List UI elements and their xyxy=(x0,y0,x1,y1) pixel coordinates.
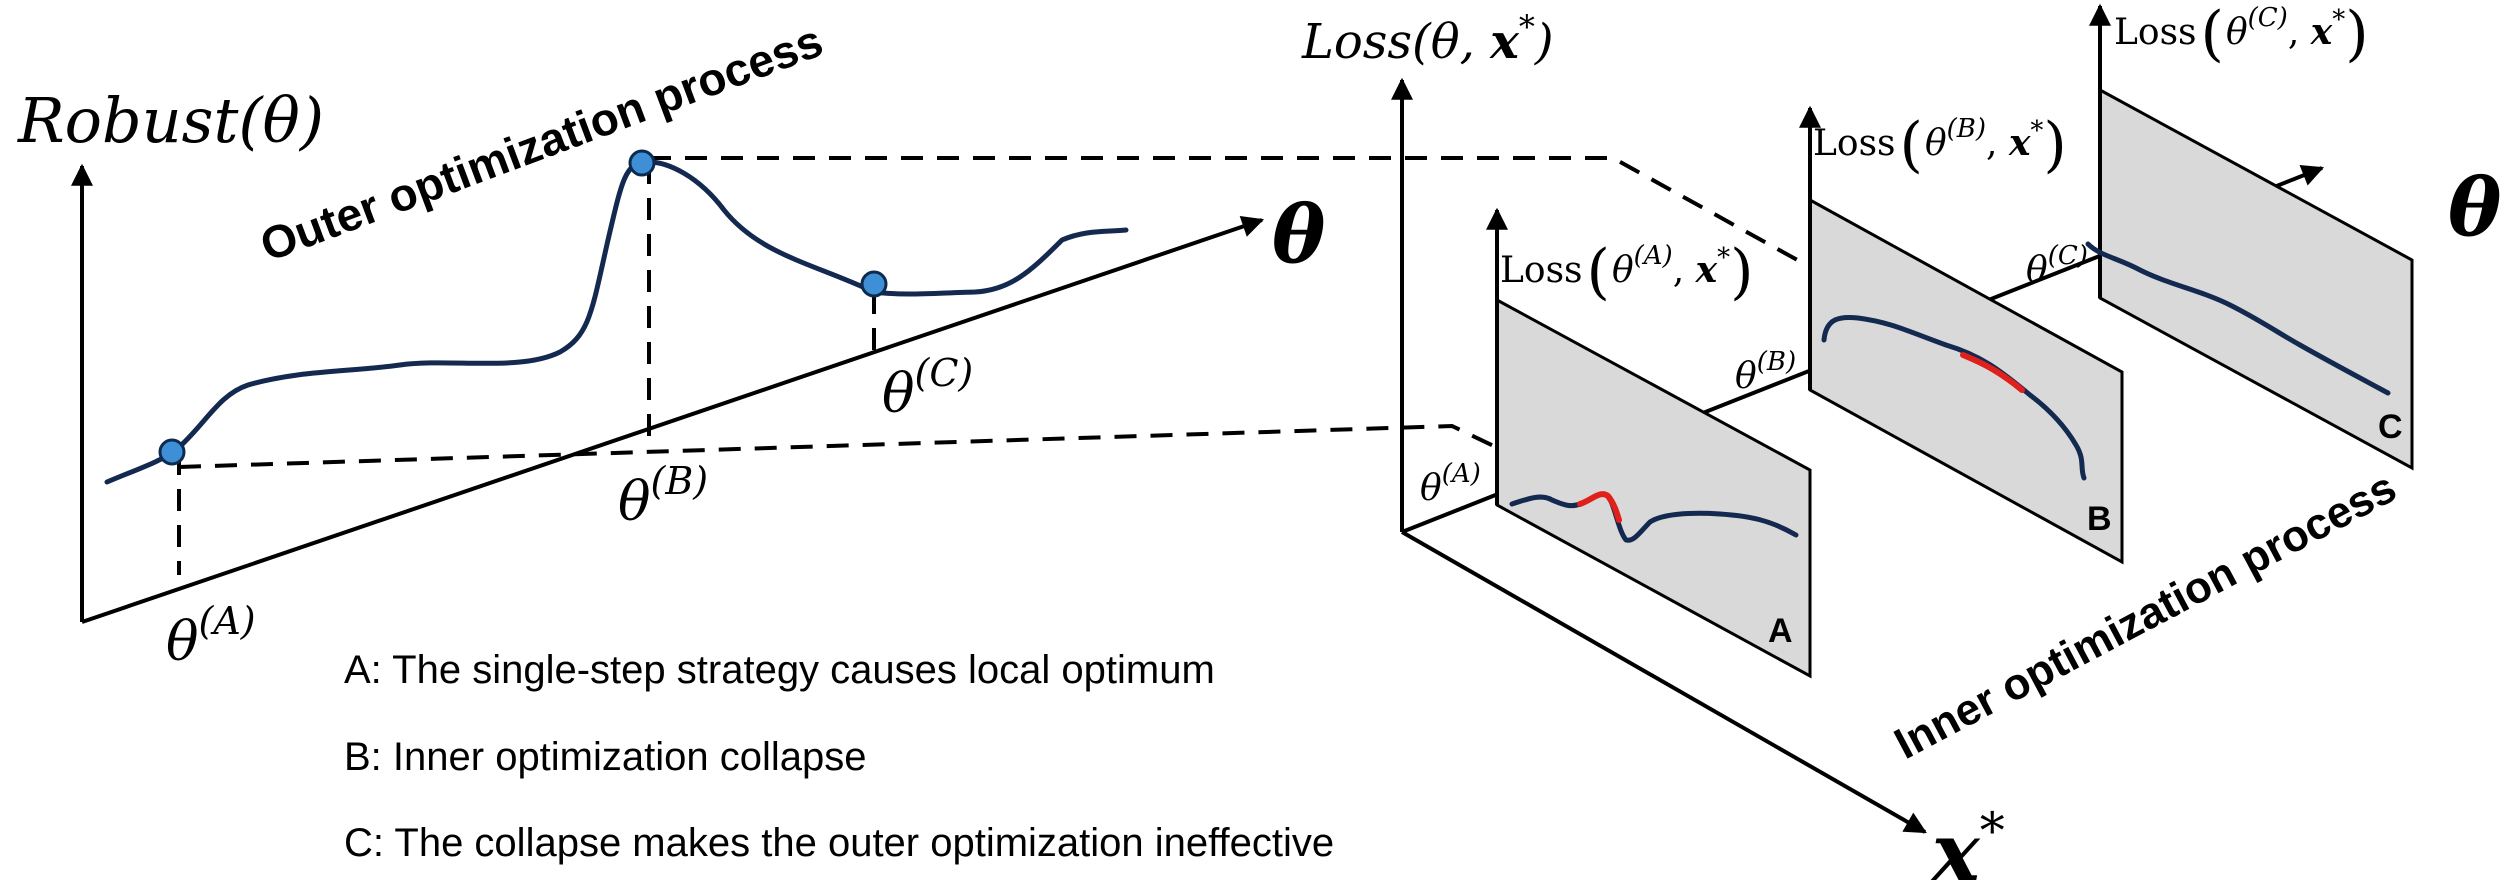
panel-b-letter: B xyxy=(2087,500,2112,538)
panel-c-letter: C xyxy=(2378,408,2403,446)
legend-item-b: B: Inner optimization collapse xyxy=(344,735,867,779)
legend: A: The single-step strategy causes local… xyxy=(344,648,1334,865)
robust-axis-label: Robust(θ) xyxy=(17,84,324,157)
theta-a-label: θ(A) xyxy=(166,599,256,673)
legend-item-c: C: The collapse makes the outer optimiza… xyxy=(344,821,1334,865)
panel-c: C Loss(θ(C), x*) θ(C) xyxy=(2026,0,2414,471)
right-theta-label: θ xyxy=(2448,160,2502,254)
inner-plot: θ A Loss(θ(A), x*) θ(A) B Loss(θ(B), x*) xyxy=(1301,0,2502,896)
panel-a: A Loss(θ(A), x*) θ(A) xyxy=(1420,207,1812,679)
theta-axis-label: θ xyxy=(1272,187,1326,281)
point-a xyxy=(158,438,186,466)
point-c xyxy=(860,270,888,298)
outer-process-label: Outer optimization process xyxy=(253,14,829,271)
theta-c-label: θ(C) xyxy=(882,351,973,425)
panel-c-curve xyxy=(2085,241,2391,396)
panel-b-loss-label: Loss(θ(B), x*) xyxy=(1813,110,2067,180)
theta-b-label: θ(B) xyxy=(618,459,708,533)
panel-c-theta-label: θ(C) xyxy=(2026,241,2088,291)
x-star-label: x* xyxy=(1930,802,2005,896)
panel-c-plane xyxy=(2098,87,2414,471)
connector-a xyxy=(178,423,1593,495)
panel-b-collapse-segment xyxy=(1960,352,2025,393)
panel-a-collapse-segment xyxy=(1577,491,1622,523)
panel-a-letter: A xyxy=(1768,612,1793,650)
panel-b-theta-label: θ(B) xyxy=(1735,347,1796,397)
robust-curve xyxy=(104,159,1129,485)
inner-process-label: Inner optimization process xyxy=(1887,463,2404,769)
panel-a-loss-label: Loss(θ(A), x*) xyxy=(1500,237,1754,307)
theta-x-axis xyxy=(81,215,1265,624)
legend-item-a: A: The single-step strategy causes local… xyxy=(344,648,1215,692)
panel-a-curve xyxy=(1509,491,1799,543)
panel-b: B Loss(θ(B), x*) θ(B) xyxy=(1735,105,2124,565)
panel-a-theta-label: θ(A) xyxy=(1420,459,1481,509)
loss-axis-label: Loss(θ, x*) xyxy=(1301,8,1554,70)
panel-c-loss-label: Loss(θ(C), x*) xyxy=(2114,0,2369,69)
x-star-axis xyxy=(1401,530,1927,834)
point-b xyxy=(628,149,656,177)
